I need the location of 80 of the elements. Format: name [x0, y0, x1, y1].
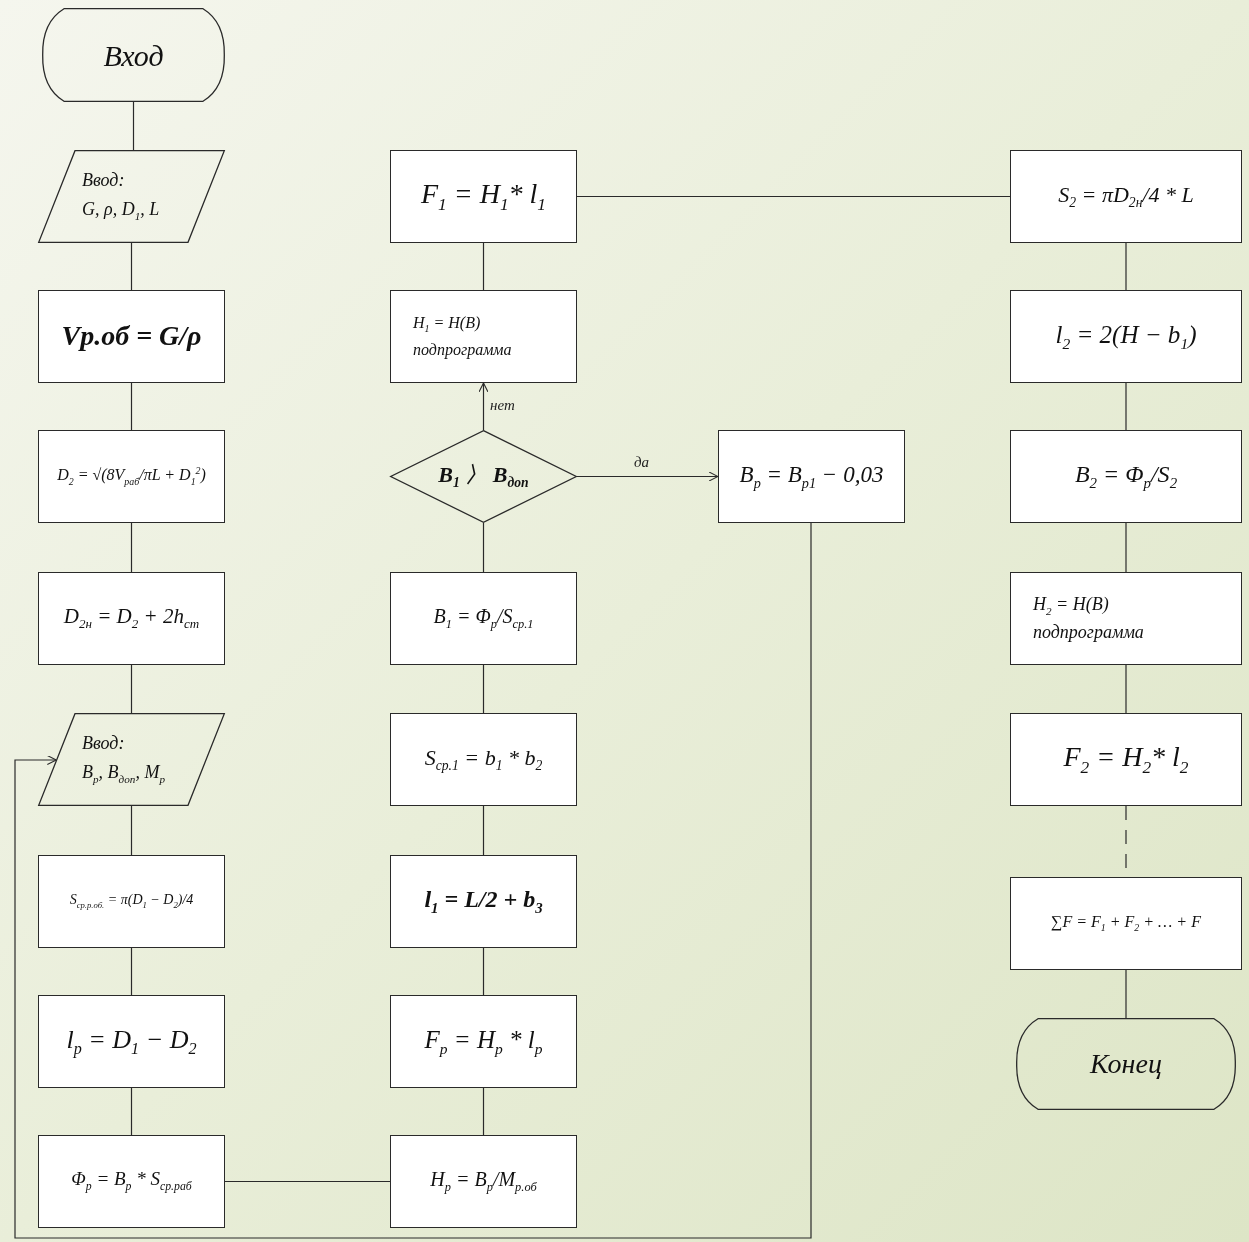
- formula-text: Конец: [1090, 1048, 1162, 1080]
- process-box: [390, 290, 577, 383]
- formula-text: D$_{2н}$ = D$_{2}$ + 2h$_{ст}$: [63, 605, 200, 632]
- formula-text: ∑F = F$_{1}$ + F$_{2}$ + … + F: [1051, 912, 1201, 935]
- formula-text: S$_{2}$ = πD$_{2н}$/4 * L: [1058, 182, 1194, 211]
- process-box: [1010, 877, 1242, 970]
- process-box: [390, 1135, 577, 1228]
- formula-text: l$_{2}$ = 2(H − b$_{1}$): [1055, 320, 1197, 352]
- process-box: [1010, 290, 1242, 383]
- connector-line: [1125, 969, 1127, 1019]
- connector-line: [482, 805, 485, 856]
- edge-label: нет: [490, 398, 515, 413]
- arrow: [576, 471, 719, 482]
- process-box: [390, 713, 577, 806]
- process-box: [390, 855, 577, 948]
- formula-text: l$_{p}$ = D$_{1}$ − D$_{2}$: [66, 1025, 197, 1058]
- formula-text: S$_{ср.р.об.}$ = π(D$_{1}$ − D$_{2}$)/4: [69, 892, 194, 911]
- note-text: подпрограмма: [413, 341, 512, 359]
- note-text: G, ρ, D$_{1}$, L: [82, 200, 160, 223]
- connector-line: [482, 947, 485, 996]
- connector-line: [1125, 522, 1127, 573]
- formula-text: Ввод:: [82, 733, 125, 754]
- connector-line: [130, 522, 133, 573]
- connector-line: [482, 242, 485, 291]
- formula-text: B$_{1}$ 〉 B$_{доп}$: [438, 462, 529, 491]
- connector-line: [576, 195, 1011, 198]
- process-box: [38, 1135, 225, 1228]
- formula-text: B$_{2}$ = Φ$_{p}$/S$_{2}$: [1074, 461, 1178, 492]
- process-box: [1010, 713, 1242, 806]
- process-box: [1010, 150, 1242, 243]
- connector-line: [130, 1087, 133, 1136]
- arrow: [478, 382, 489, 431]
- connector-line: [130, 242, 133, 291]
- formula-text: B$_{1}$ = Φ$_{p}$/S$_{ср.1}$: [433, 605, 534, 632]
- formula-text: H$_{2}$ = H(B): [1033, 594, 1109, 617]
- process-box: [38, 855, 225, 948]
- connector-line: [1125, 242, 1127, 291]
- process-box: [1010, 572, 1242, 665]
- formula-text: Vp.об = G/ρ: [61, 321, 202, 352]
- formula-text: F$_{1}$ = H$_{1}$* l$_{1}$: [420, 179, 547, 214]
- connector-line: [130, 947, 133, 996]
- arrow: [14, 522, 812, 1239]
- connector-line: [130, 664, 133, 714]
- process-box: [390, 995, 577, 1088]
- connector-line: [1125, 382, 1127, 431]
- formula-text: l$_{1}$ = L/2 + b$_{3}$: [424, 886, 543, 917]
- formula-text: Вход: [103, 38, 164, 72]
- formula-text: Ввод:: [82, 170, 125, 191]
- connector-line: [132, 101, 135, 151]
- formula-text: F$_{p}$ = H$_{p}$ * l$_{p}$: [424, 1025, 543, 1057]
- formula-text: B$_{p}$ = B$_{p1}$ − 0,03: [739, 461, 884, 492]
- connector-line: [130, 382, 133, 431]
- process-box: [38, 290, 225, 383]
- input-parallelogram: [38, 150, 225, 243]
- process-box: [38, 995, 225, 1088]
- terminal-shape: [42, 8, 225, 102]
- formula-text: Φ$_{p}$ = B$_{p}$ * S$_{ср.раб}$: [71, 1169, 192, 1194]
- formula-text: H$_{p}$ = B$_{p}$/M$_{p.об}$: [430, 1168, 537, 1195]
- connector-line: [482, 522, 485, 573]
- formula-text: S$_{ср.1}$ = b$_{1}$ * b$_{2}$: [424, 745, 543, 774]
- formula-text: F$_{2}$ = H$_{2}$* l$_{2}$: [1063, 742, 1189, 777]
- process-box: [38, 430, 225, 523]
- process-box: [38, 572, 225, 665]
- formula-text: H$_{1}$ = H(B): [413, 314, 481, 336]
- connector-line: [130, 805, 133, 856]
- edge-label: да: [634, 455, 650, 470]
- process-box: [390, 572, 577, 665]
- connector-line: [224, 1180, 391, 1183]
- note-text: B$_{p}$, B$_{доп}$, M$_{p}$: [82, 763, 165, 786]
- connector-line: [1125, 664, 1127, 714]
- formula-text: D$_{2}$ = √(8V$_{раб}$/πL + D$_{1}$$^{2}$): [57, 465, 206, 488]
- process-box: [1010, 430, 1242, 523]
- note-text: подпрограмма: [1033, 622, 1144, 643]
- process-box: [718, 430, 905, 523]
- decision-diamond: [390, 430, 577, 523]
- connector-line: [482, 1087, 485, 1136]
- input-parallelogram: [38, 713, 225, 806]
- connector-line: [482, 664, 485, 714]
- process-box: [390, 150, 577, 243]
- terminal-shape: [1016, 1018, 1236, 1110]
